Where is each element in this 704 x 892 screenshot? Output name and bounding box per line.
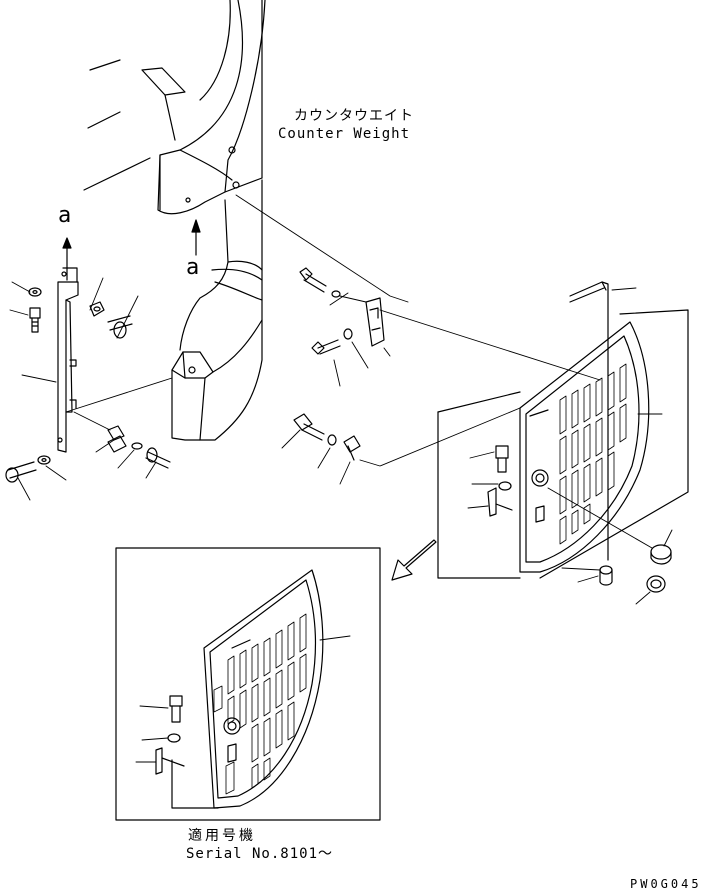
- middle-fasteners: [107, 267, 385, 461]
- leader-lines-right: [467, 287, 673, 605]
- arrow-a-center-label: a: [186, 255, 200, 280]
- inset-frame: [115, 547, 381, 821]
- left-bracket: [57, 267, 79, 453]
- serial-label-en: Serial No.8101～: [186, 846, 334, 862]
- hollow-arrow: [391, 539, 437, 581]
- grille-slots-main: [559, 363, 627, 545]
- counterweight-lower: [171, 179, 263, 441]
- arrow-a-left-label: a: [58, 203, 72, 228]
- counterweight-label-en: Counter Weight: [278, 126, 411, 142]
- serial-label-jp: 適用号機: [188, 828, 256, 844]
- left-fasteners: [5, 287, 171, 483]
- arrow-a-left: [62, 237, 72, 281]
- grille-inset: [203, 569, 324, 809]
- grille-hardware: [487, 281, 672, 593]
- counterweight-label-jp: カウンタウエイト: [294, 108, 414, 124]
- drawing-code: PW0G045: [630, 877, 702, 891]
- leader-lines-middle: [235, 194, 601, 485]
- counterweight-body: [83, 0, 266, 215]
- arrow-a-center: [191, 219, 201, 256]
- grille-main: [437, 309, 689, 579]
- leader-lines-left: [9, 277, 173, 501]
- inset-hardware: [155, 695, 219, 809]
- grille-slots-inset: [213, 613, 307, 795]
- leader-lines-inset: [135, 635, 351, 763]
